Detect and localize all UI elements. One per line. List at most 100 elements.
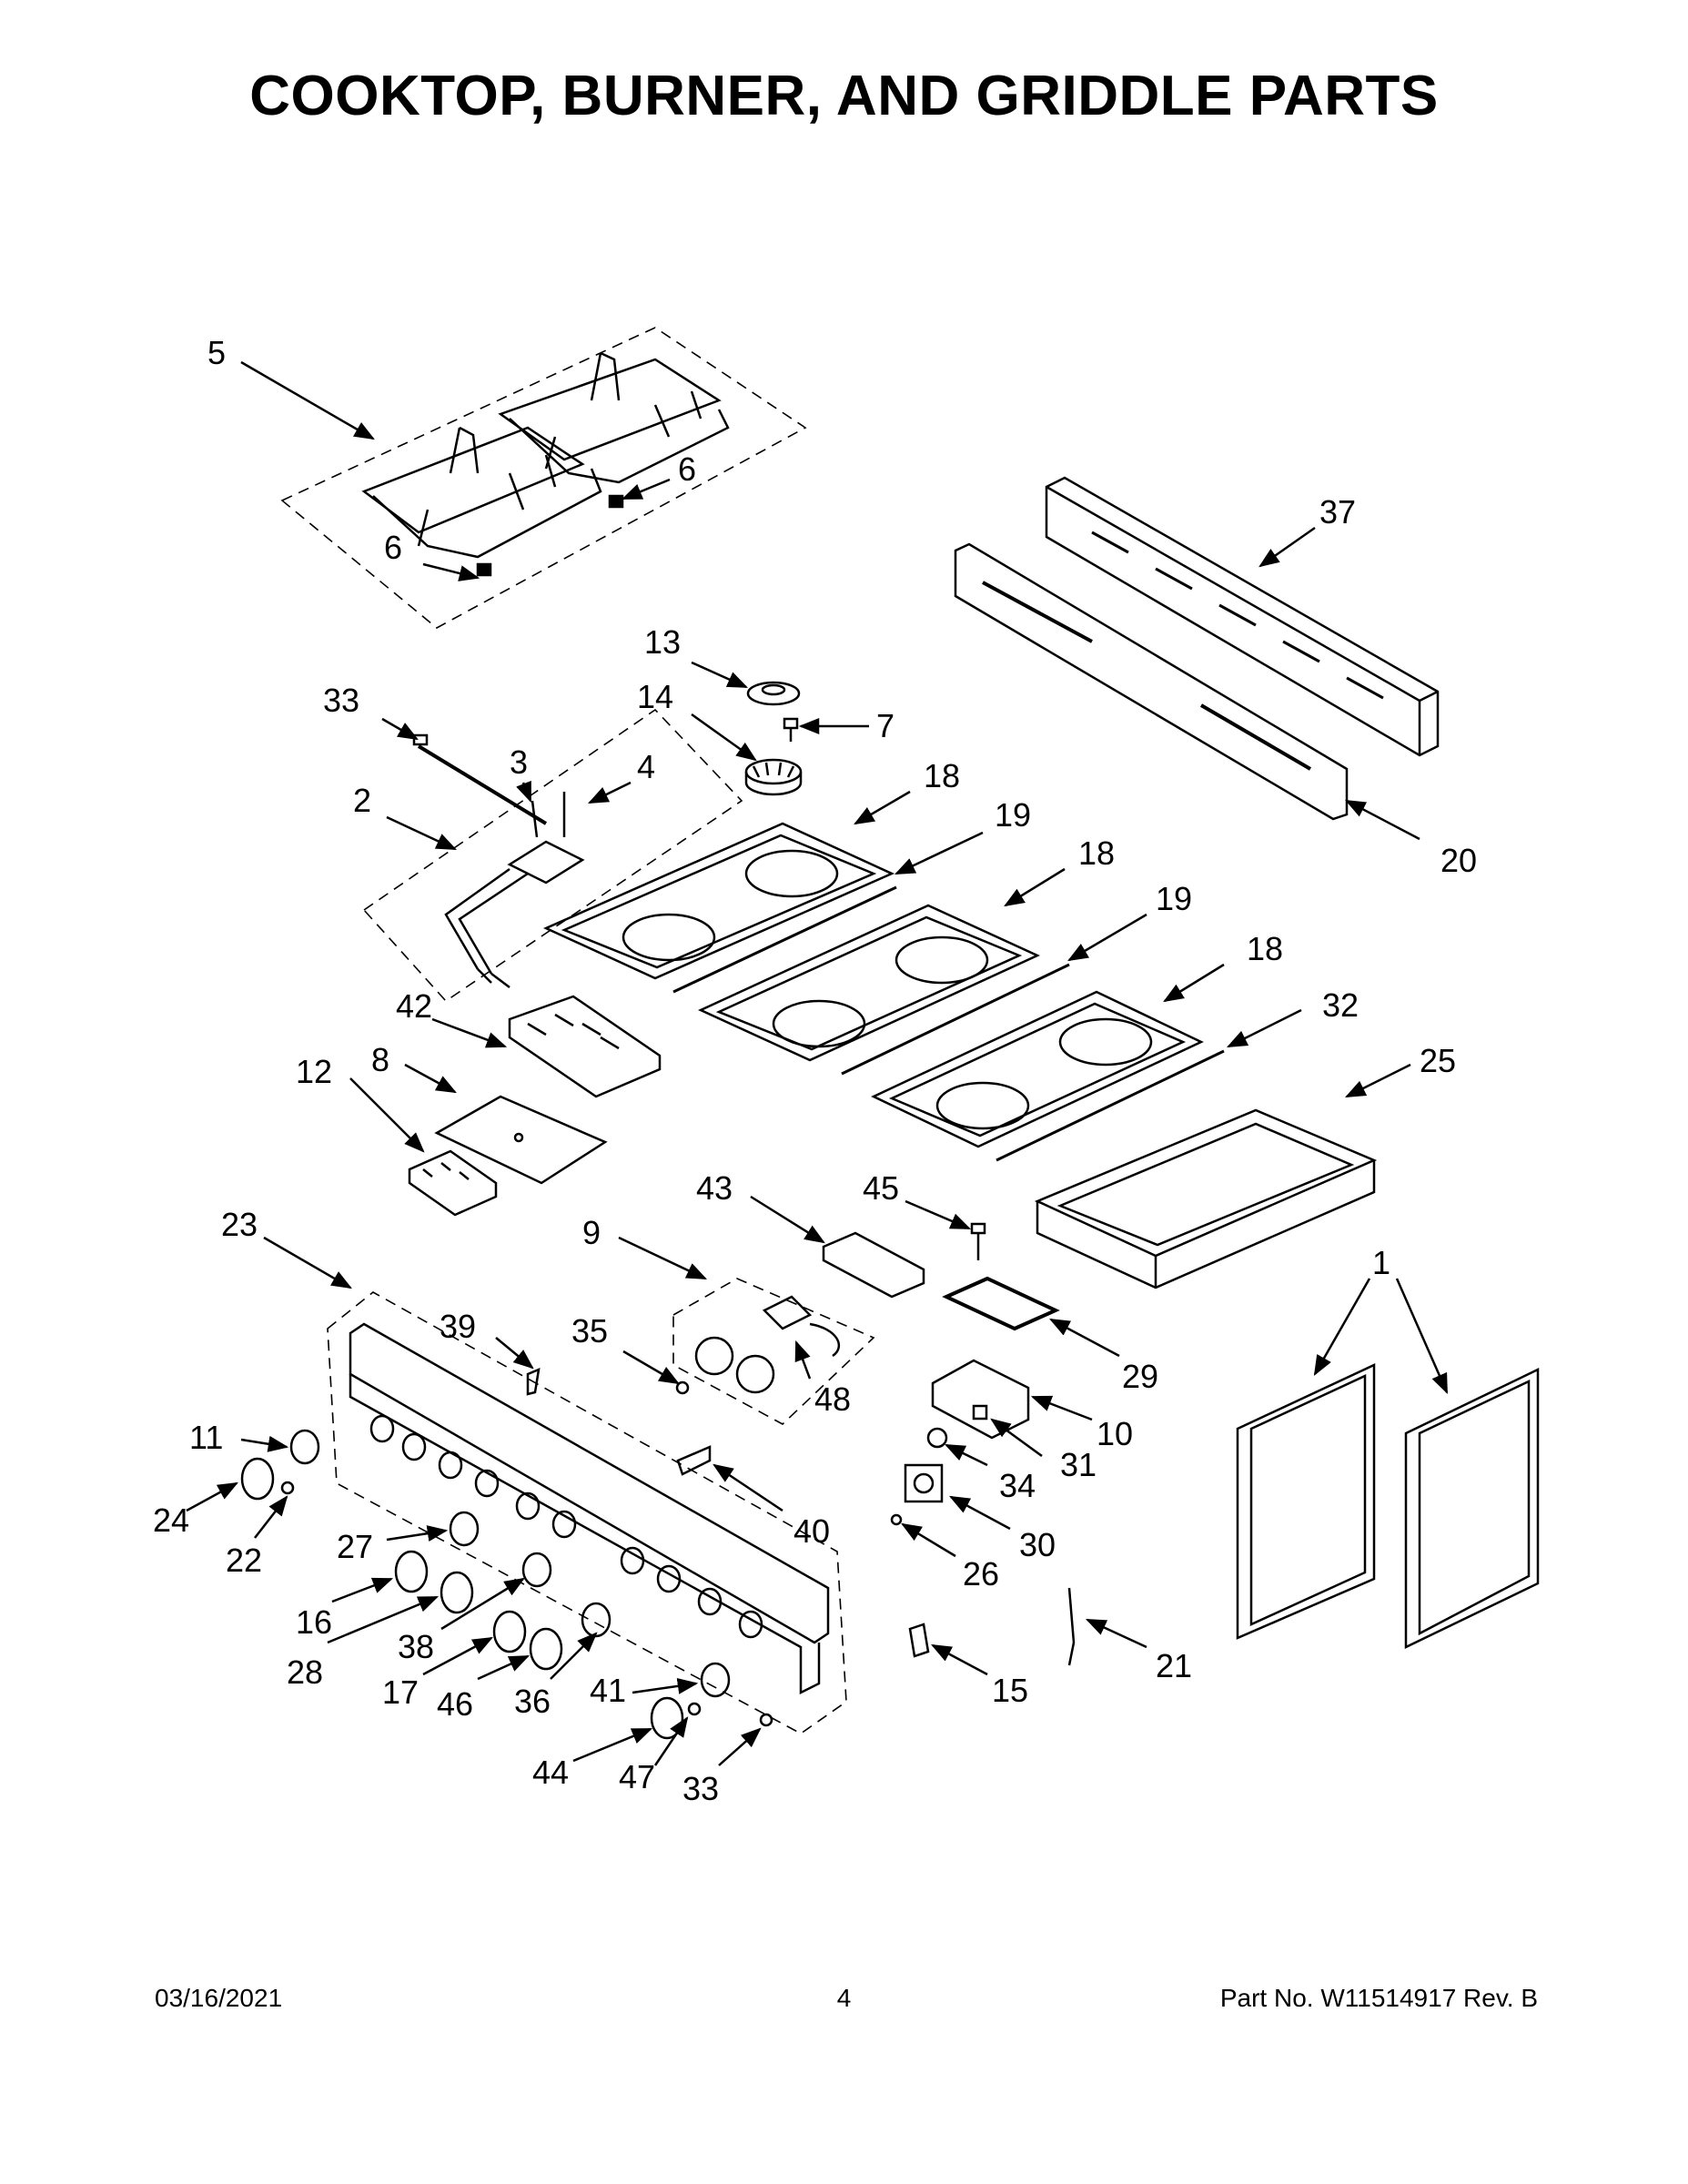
leader-48: [794, 1340, 812, 1380]
burner-head-illustration: [744, 758, 803, 796]
side-panel-right: [1404, 1368, 1540, 1649]
burner-pan-3: [871, 990, 1225, 1162]
callout-33-top: 33: [323, 682, 359, 719]
callout-34: 34: [999, 1467, 1036, 1504]
spark-module-9: [672, 1278, 875, 1425]
control-board-42: [508, 995, 662, 1098]
callout-29: 29: [1122, 1358, 1158, 1395]
callout-5: 5: [207, 334, 226, 371]
screw-22: [280, 1481, 295, 1495]
page-title: COOKTOP, BURNER, AND GRIDDLE PARTS: [249, 65, 1439, 127]
screw-47: [687, 1702, 702, 1716]
leader-27: [386, 1525, 449, 1542]
callout-44: 44: [532, 1754, 569, 1791]
leader-42: [431, 1017, 508, 1048]
callout-4: 4: [637, 748, 655, 785]
bezel-27: [449, 1511, 480, 1547]
burner-cap-illustration: [746, 681, 801, 706]
knob-24: [240, 1457, 275, 1501]
callout-27: 27: [337, 1528, 373, 1565]
callout-17: 17: [382, 1673, 419, 1711]
leader-17: [422, 1636, 493, 1676]
callout-13: 13: [644, 623, 681, 661]
callout-18-a: 18: [924, 757, 960, 794]
callout-36: 36: [514, 1683, 551, 1720]
leader-47: [653, 1716, 689, 1766]
leader-23: [263, 1236, 352, 1289]
leader-25: [1344, 1063, 1411, 1098]
callout-33-bottom: 33: [682, 1770, 719, 1807]
leader-38: [440, 1577, 525, 1631]
leader-16: [331, 1577, 394, 1603]
knob-28: [440, 1571, 474, 1614]
callout-47: 47: [619, 1758, 655, 1795]
callout-19-a: 19: [995, 796, 1031, 834]
leader-18b: [1004, 867, 1066, 907]
callout-1: 1: [1372, 1244, 1390, 1281]
clip-39: [526, 1367, 541, 1396]
bezel-11: [289, 1429, 320, 1465]
callout-23: 23: [221, 1206, 258, 1243]
leader-10: [1030, 1395, 1093, 1421]
control-panel-illustration: [327, 1291, 847, 1734]
backguard-bracket-illustration: [954, 542, 1349, 821]
leader-36: [550, 1632, 598, 1680]
leader-29: [1049, 1318, 1120, 1358]
leader-19a: [894, 831, 984, 875]
leader-11: [240, 1435, 289, 1452]
bracket-10: [931, 1359, 1030, 1440]
callout-6-left: 6: [384, 529, 402, 566]
bezel-36: [581, 1602, 612, 1638]
part-34: [926, 1427, 948, 1449]
footer-page-number: 4: [836, 1984, 852, 2012]
callout-48: 48: [814, 1380, 851, 1418]
trim-40: [676, 1445, 712, 1476]
leader-4: [587, 781, 632, 804]
bracket-29: [942, 1276, 1060, 1331]
burner-pan-1: [542, 822, 897, 994]
callout-39: 39: [440, 1308, 476, 1345]
burner-pan-2: [698, 904, 1070, 1076]
callout-12: 12: [296, 1053, 332, 1090]
callout-45: 45: [863, 1169, 899, 1207]
bracket-21: [1067, 1587, 1076, 1666]
leader-14: [691, 713, 757, 762]
part-31: [972, 1404, 988, 1421]
leader-39: [495, 1337, 534, 1370]
callout-15: 15: [992, 1672, 1028, 1709]
leader-28: [327, 1595, 440, 1644]
callout-31: 31: [1060, 1446, 1097, 1483]
control-panel-knob-holes: [369, 1414, 763, 1639]
leader-32: [1226, 1008, 1302, 1048]
callout-32: 32: [1322, 986, 1359, 1024]
screw-7-illustration: [783, 717, 799, 742]
leader-44: [572, 1727, 653, 1763]
leader-33a: [381, 717, 419, 741]
knob-17: [492, 1610, 527, 1653]
griddle-illustration: [1034, 1108, 1378, 1289]
leader-46: [477, 1654, 531, 1681]
leader-20: [1345, 799, 1420, 841]
leader-41: [632, 1677, 699, 1694]
leader-19b: [1067, 913, 1147, 962]
callout-16: 16: [296, 1603, 332, 1641]
callout-10: 10: [1097, 1415, 1133, 1452]
leader-1a: [1313, 1278, 1371, 1376]
insulator-8: [434, 1095, 608, 1185]
callout-25: 25: [1420, 1042, 1456, 1079]
leader-13: [691, 661, 749, 689]
callout-46: 46: [437, 1685, 473, 1723]
leader-22: [254, 1495, 288, 1539]
burner-grates-illustration: [280, 327, 807, 629]
side-panel-left: [1236, 1363, 1376, 1640]
screw-26: [890, 1513, 903, 1526]
callout-18-b: 18: [1078, 834, 1115, 872]
leader-2: [386, 815, 458, 851]
callout-43: 43: [696, 1169, 733, 1207]
leader-31: [990, 1418, 1043, 1458]
screw-33-lower: [759, 1713, 773, 1727]
leader-30: [949, 1495, 1011, 1531]
leader-6a: [621, 478, 671, 500]
callout-9: 9: [582, 1214, 601, 1251]
callout-8: 8: [371, 1041, 389, 1078]
